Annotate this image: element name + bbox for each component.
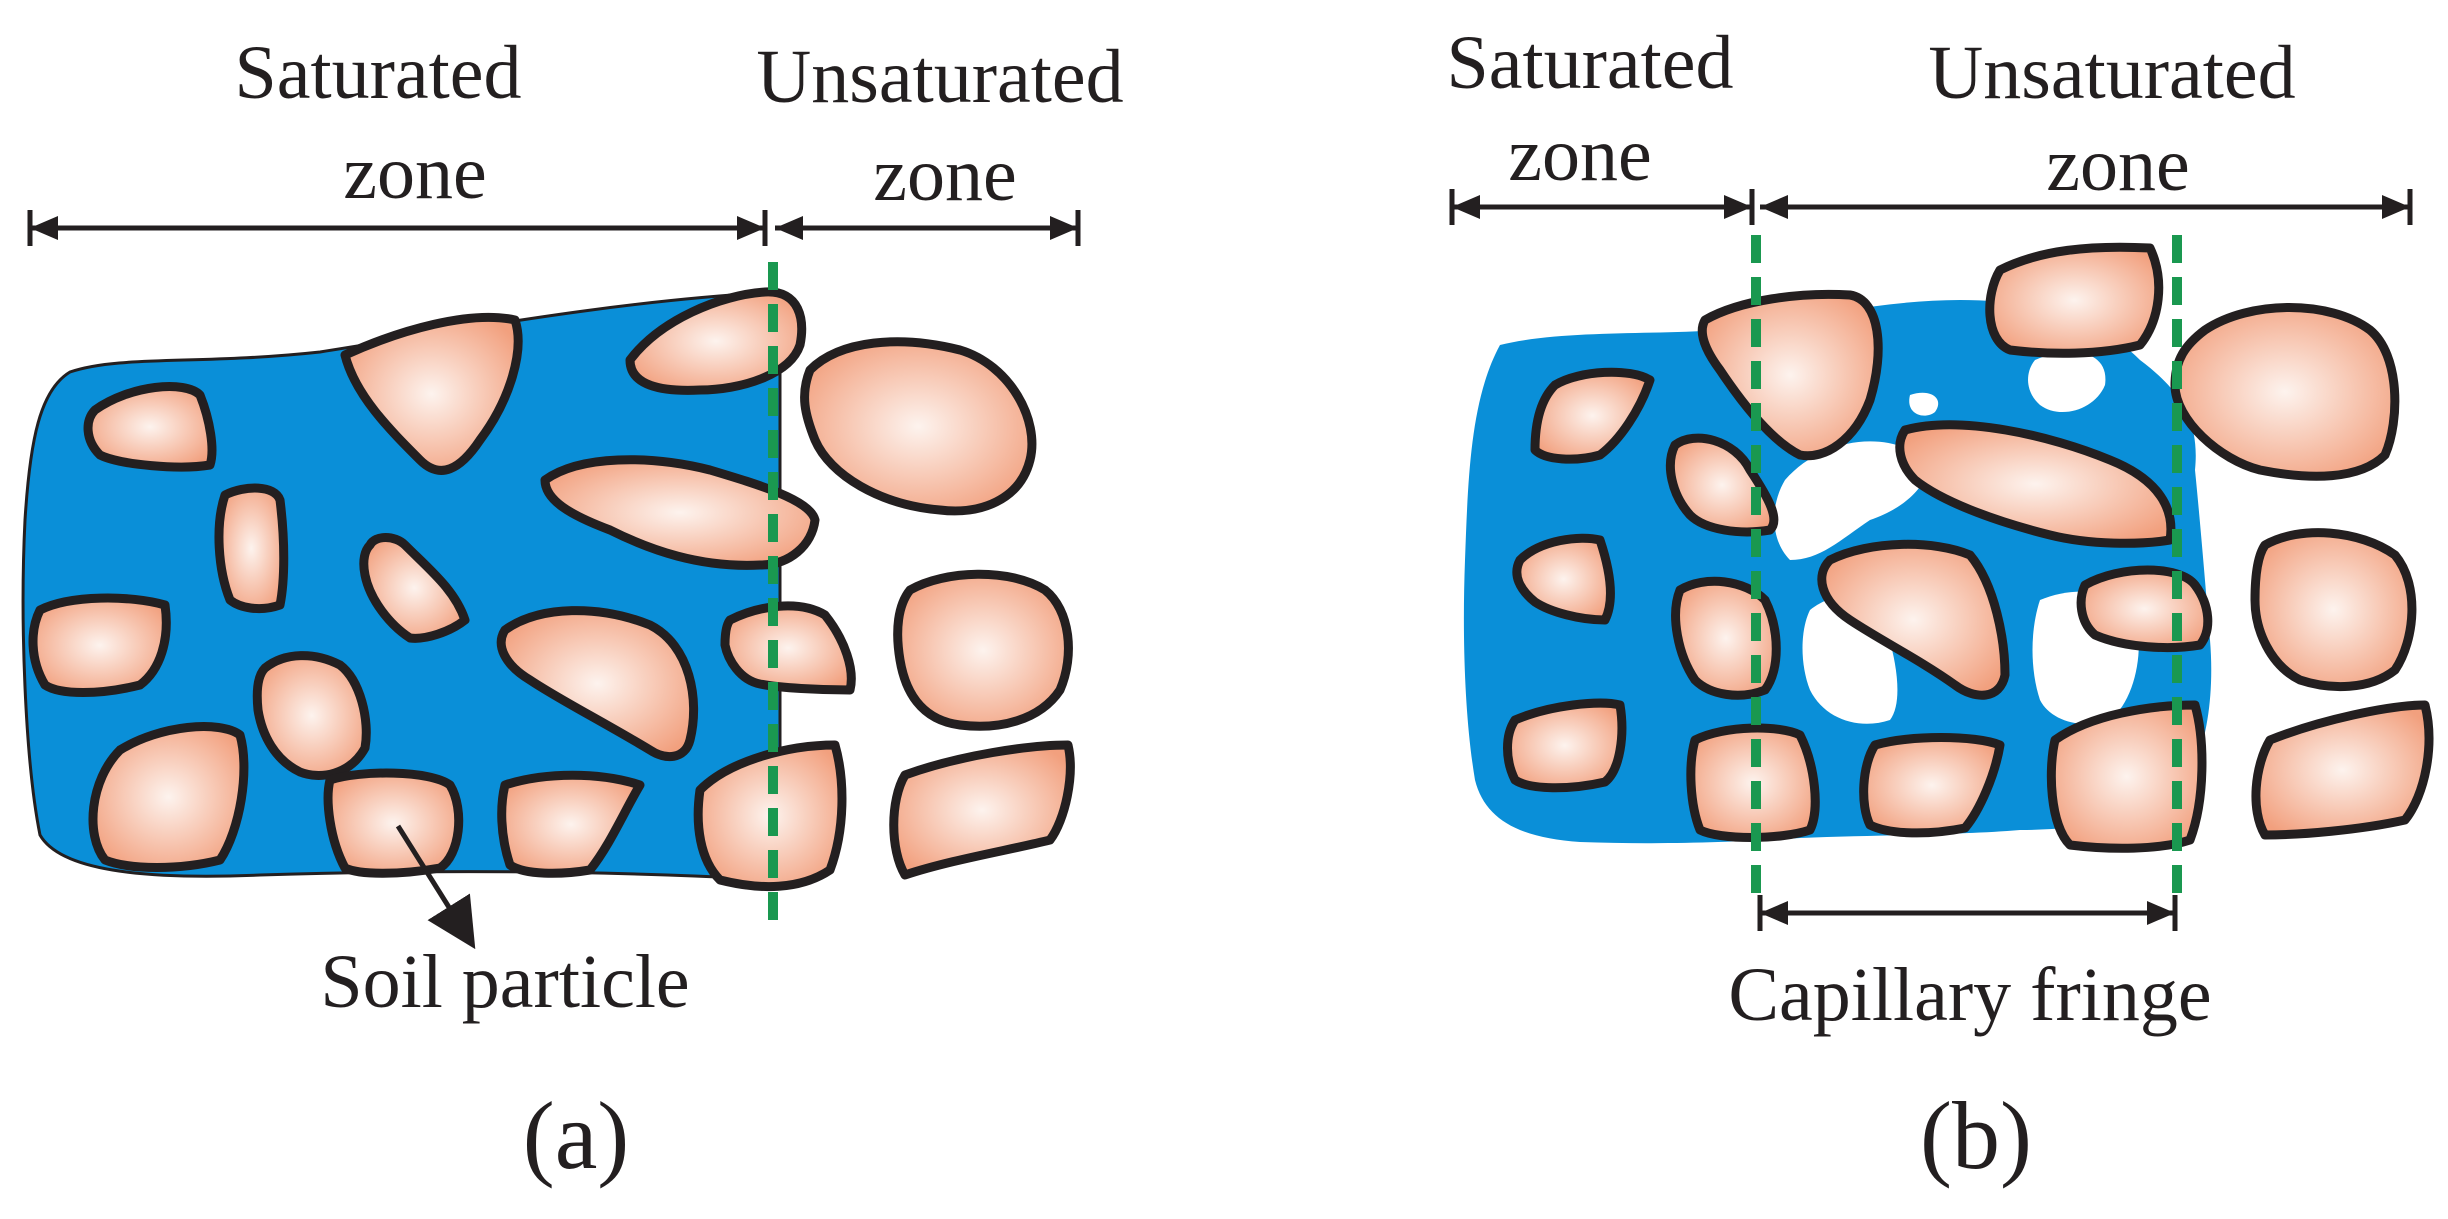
soil-particle [1895,420,2176,548]
soil-particle [1859,733,2005,838]
soil-particle [214,483,289,614]
soil-particle [889,740,1075,880]
soil-particle [340,312,523,475]
soil-particle [88,722,249,872]
panel-b-saturated-label-line1: Saturated [1446,21,1733,105]
panel-b-caption: (b) [1920,1082,2032,1189]
panel-a-caption: (a) [523,1082,630,1189]
panel-a-unsaturated-label-line1: Unsaturated [756,35,1123,119]
soil-particle [720,601,856,695]
panel-a: Saturated zone Unsaturated zone [21,31,1124,1189]
soil-particle [2076,565,2213,652]
soil-particle [497,770,645,878]
soil-particle [1512,533,1615,625]
panel-b: Saturated zone Unsaturated zone [1446,21,2434,1189]
soil-particle [496,606,699,761]
panel-b-unsaturated-dimension [1760,189,2413,225]
soil-particle [2170,303,2400,481]
panel-a-unsaturated-label-line2: zone [873,133,1016,217]
soil-particle [2250,528,2417,691]
panel-b-saturated-label-line2: zone [1508,113,1651,197]
soil-particle [1817,539,2010,700]
soil-particle [1503,698,1627,793]
panel-b-unsaturated-label-line1: Unsaturated [1928,31,2295,115]
soil-particle [83,382,217,472]
soil-particle [1697,289,1883,461]
panel-a-particle-label: Soil particle [320,940,689,1024]
panel-b-saturated-dimension [1449,189,1755,225]
soil-particle [1985,242,2164,358]
panel-a-particle-pointer-arrow [395,824,476,950]
panel-b-soil-particles [1503,242,2434,853]
panel-b-fringe-label: Capillary fringe [1728,953,2211,1037]
soil-particle [625,287,807,395]
soil-particle [252,651,371,780]
soil-particle [1671,576,1781,700]
soil-particle [2046,700,2207,853]
panel-b-unsaturated-label-line2: zone [2046,123,2189,207]
soil-particle [28,593,171,697]
soil-particle [1530,367,1655,464]
panel-a-soil-particles [28,287,1075,891]
panel-a-unsaturated-dimension [775,210,1081,246]
panel-a-saturated-label-line1: Saturated [234,31,521,115]
soil-particle [359,533,470,643]
soil-particle [540,455,820,570]
soil-particle [800,337,1037,516]
soil-particle [323,768,464,878]
panel-a-saturated-label-line2: zone [343,131,486,215]
soil-particle [2251,700,2434,840]
panel-b-fringe-dimension [1757,895,2178,931]
soil-particle [1665,433,1779,537]
soil-particle [893,569,1073,731]
panel-a-saturated-dimension [27,210,768,246]
